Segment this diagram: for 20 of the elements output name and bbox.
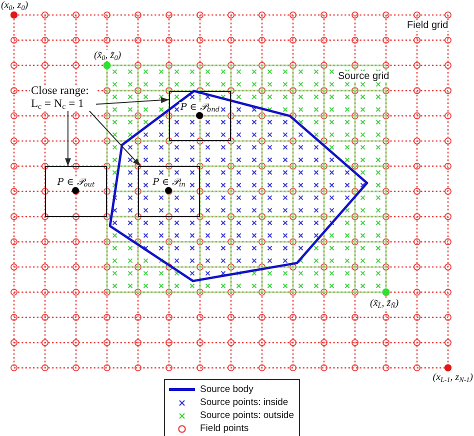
legend-label: Source body: [200, 384, 254, 395]
point-label: P ∈ 𝒫$_{in}$: [152, 177, 186, 188]
point-label: P ∈ 𝒫$_{out}$: [56, 177, 96, 188]
point-label: P ∈ 𝒫$_{bnd}$: [179, 102, 221, 113]
arrow: [64, 110, 71, 167]
coordinate-label: (x̃$_{0}$, z̃$_{0}$): [93, 50, 122, 61]
coordinate-label: (x̃$_{L̃}$, z̃$_{Ñ}$): [369, 298, 400, 309]
region-box: [45, 166, 107, 217]
region-box: [169, 90, 231, 141]
arrow: [96, 97, 170, 105]
annotation-text: Close range: L$_{c}$ = N$_{c}$ = 1: [30, 85, 96, 111]
legend-label: Field points: [200, 423, 249, 434]
grid-label: Source grid: [337, 71, 390, 82]
legend-label: Source points: inside: [200, 397, 288, 408]
coordinate-label: (x$_{0}$, z$_{0}$): [0, 0, 30, 11]
grid-label: Field grid: [406, 20, 450, 31]
region-box: [138, 166, 200, 217]
arrow: [88, 110, 141, 167]
coordinate-label: (x$_{L-1}$, z$_{N-1}$): [432, 372, 474, 383]
legend-label: Source points: outside: [200, 410, 294, 421]
